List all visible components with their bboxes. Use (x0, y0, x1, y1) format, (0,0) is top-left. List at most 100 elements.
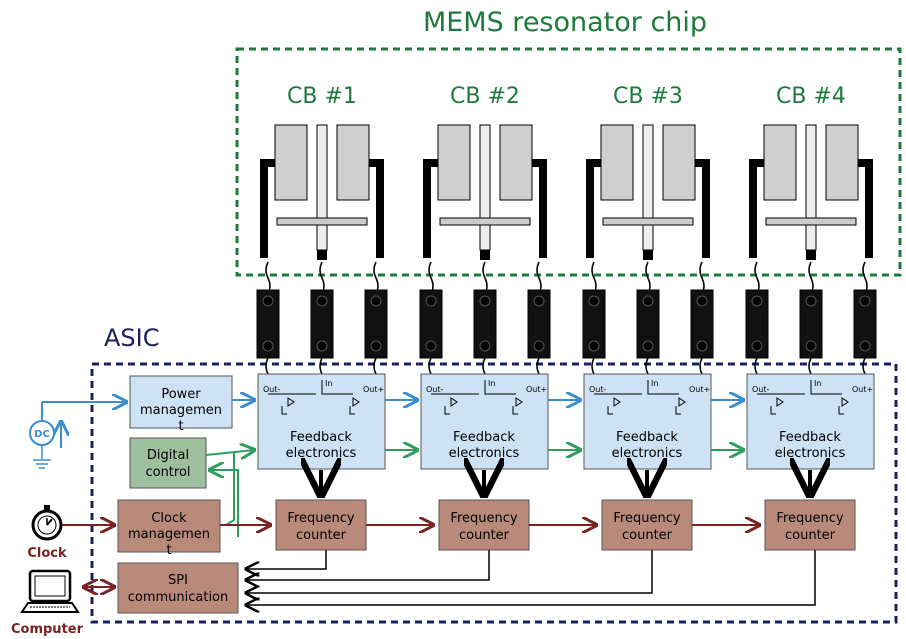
feedback-label-2: electronics (286, 446, 357, 461)
pad-via (588, 295, 600, 307)
bond-wire (373, 261, 379, 295)
pin-out-minus: Out- (263, 385, 281, 394)
pad-via (425, 340, 437, 352)
feedback-wiring (594, 380, 679, 395)
pin-out-plus: Out+ (689, 385, 710, 394)
clock-mgmt-label-3: t (166, 543, 171, 558)
resonator-beam (316, 124, 328, 251)
stopwatch-icon (31, 505, 63, 541)
bond-wire (536, 261, 542, 295)
pad-via (859, 295, 871, 307)
pin-out-minus: Out- (426, 385, 444, 394)
electrode-right (499, 124, 533, 201)
resonator-frame-left (749, 159, 767, 258)
feedback-label-1: Feedback (453, 430, 515, 445)
pad-via (370, 340, 382, 352)
resonator-frame-right (366, 159, 384, 258)
counter-label-2: counter (459, 528, 510, 543)
pad-via (805, 340, 817, 352)
resonator-anchor (806, 250, 816, 260)
channel-1: CB #1Out-InOut+FeedbackelectronicsFreque… (246, 84, 433, 569)
feedback-wiring (431, 380, 516, 395)
pad-via (859, 340, 871, 352)
digital-label-2: control (145, 465, 190, 480)
pad-via (316, 295, 328, 307)
bond-wire (699, 261, 705, 295)
counter-to-spi-line (246, 550, 490, 580)
pin-in: In (651, 379, 658, 388)
resonator-crossbar (439, 217, 531, 226)
spi-label-1: SPI (168, 573, 188, 588)
bond-wire (536, 357, 540, 375)
resonator-beam (642, 124, 654, 251)
pin-in: In (488, 379, 495, 388)
channel-3: CB #3Out-InOut+FeedbackelectronicsFreque… (246, 84, 759, 593)
bond-wire (862, 261, 868, 295)
resonator-beam (805, 124, 817, 251)
counter-box (764, 499, 856, 551)
pad-via (262, 295, 274, 307)
power-label-2: managemen (140, 403, 222, 418)
feedback-label-2: electronics (612, 446, 683, 461)
electrode-right (662, 124, 696, 201)
cb-label-2: CB #2 (450, 84, 520, 109)
bond-wire (591, 261, 597, 295)
resonator-frame-left (586, 159, 604, 258)
bond-wire (808, 261, 814, 295)
pad-via (533, 340, 545, 352)
clock-source-label: Clock (27, 546, 67, 561)
bond-wire (591, 357, 595, 375)
resonator-beam (479, 124, 491, 251)
pad-via (696, 340, 708, 352)
bond-wire (319, 261, 325, 295)
resonator-crossbar (602, 217, 694, 226)
counter-label-2: counter (296, 528, 347, 543)
bond-wire (265, 357, 269, 375)
cb-label-4: CB #4 (776, 84, 846, 109)
counter-label-2: counter (622, 528, 673, 543)
pad-via (751, 340, 763, 352)
counter-label-2: counter (785, 528, 836, 543)
bond-wire (808, 357, 812, 375)
mems-chip-title: MEMS resonator chip (423, 7, 707, 38)
resonator-crossbar (765, 217, 857, 226)
pin-out-plus: Out+ (363, 385, 384, 394)
resonator-anchor (317, 250, 327, 260)
cb-label-3: CB #3 (613, 84, 683, 109)
counter-to-spi-line (246, 550, 327, 569)
resonator-frame-right (855, 159, 873, 258)
feedback-label-2: electronics (449, 446, 520, 461)
pad-via (479, 295, 491, 307)
counter-label-1: Frequency (287, 511, 354, 526)
computer-icon (20, 569, 80, 613)
pad-via (262, 340, 274, 352)
electrode-left (437, 124, 471, 201)
bond-wire (265, 261, 271, 295)
bond-wire (482, 357, 486, 375)
electrode-left (600, 124, 634, 201)
amplifier-symbols (770, 397, 849, 415)
counter-label-1: Frequency (613, 511, 680, 526)
feedback-label-1: Feedback (779, 430, 841, 445)
electrode-right (336, 124, 370, 201)
dc-label: DC (34, 429, 50, 440)
bond-wire (645, 261, 651, 295)
clock-mgmt-label-2: managemen (128, 527, 210, 542)
counter-label-1: Frequency (776, 511, 843, 526)
cb-label-1: CB #1 (287, 84, 357, 109)
pad-via (479, 340, 491, 352)
bond-wire (319, 357, 323, 375)
amplifier-symbols (444, 397, 523, 415)
bond-wire (699, 357, 703, 375)
bond-wire (754, 261, 760, 295)
bond-wire (482, 261, 488, 295)
pad-via (370, 295, 382, 307)
amplifier-symbols (607, 397, 686, 415)
feedback-wiring (268, 380, 353, 395)
pad-via (642, 295, 654, 307)
counter-box (438, 499, 530, 551)
digital-control-out (205, 450, 254, 455)
pad-via (316, 340, 328, 352)
pin-out-minus: Out- (752, 385, 770, 394)
